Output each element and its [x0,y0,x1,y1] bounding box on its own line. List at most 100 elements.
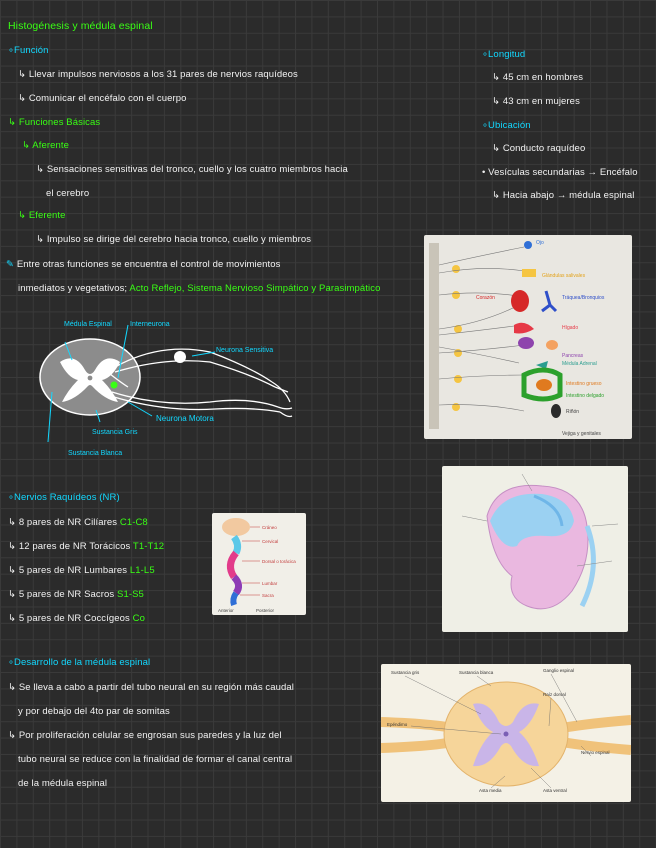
column-label-craneo: Cráneo [262,525,277,530]
nervios-item-1-code: C1-C8 [119,517,148,528]
vertebral-column-image: Cráneo Cervical Dorsal o torácica Lumbar… [212,513,306,615]
label-sustancia-blanca: Sustancia Blanca [68,450,122,457]
spinal-cord-cross-section [39,338,141,416]
ubicacion-item-1-text: Conducto raquídeo [502,143,586,154]
aferente-line-1: ↳ Sensaciones sensitivas del tronco, cue… [36,164,348,175]
longitud-item-2: ↳ 43 cm en mujeres [492,96,580,107]
autonomic-organs-image: Ojo Glándulas salivales Corazón Tráquea/… [424,235,632,439]
nerve-paths [438,246,525,412]
nervios-heading: ∘Nervios Raquídeos (NR) [8,492,120,503]
ubicacion-heading-text: Ubicación [488,120,531,131]
spinal-column [429,243,439,429]
label-leaders [47,324,216,443]
desarrollo-p2-line-1: ↳ Por proliferación celular se engrosan … [8,730,282,741]
column-leaders [240,526,260,596]
aferente-heading-text: Aferente [32,140,69,151]
funcion-item-1-text: Llevar impulsos nerviosos a los 31 pares… [28,69,298,80]
aferente-heading: ↳ Aferente [22,140,69,151]
eferente-line-1-text: Impulso se dirige del cerebro hacia tron… [46,234,312,245]
desarrollo-p2-line-2: tubo neural se reduce con la finalidad d… [18,754,293,765]
spinal-section-image: Sustancia gris Sustancia blanca Ganglio … [381,664,631,802]
column-labels: Cráneo Cervical Dorsal o torácica Lumbar… [218,525,296,613]
organ-label-intestino-delgado: Intestino delgado [566,393,604,399]
sensory-ganglion [174,351,186,363]
section-labels: Sustancia gris Sustancia blanca Ganglio … [387,668,610,793]
ubicacion-item-3: ↳ Hacia abajo → médula espinal [492,190,635,201]
organ-label-higado: Hígado [562,325,578,331]
nervios-item-1: ↳ 8 pares de NR Cilíares C1-C8 [8,517,148,528]
organ-label-intestino-grueso: Intestino grueso [566,381,602,387]
eferente-heading-text: Eferente [28,210,66,221]
desarrollo-p2-line-1-text: Por proliferación celular se engrosan su… [18,730,282,741]
nervios-item-4-text: 5 pares de NR Sacros [18,589,115,600]
nervios-item-4-code: S1-S5 [117,589,144,600]
section-label-asta-media: Asta media [479,788,502,793]
eferente-heading: ↳ Eferente [18,210,66,221]
nervios-heading-text: Nervios Raquídeos (NR) [14,492,120,503]
column-label-posterior: Posterior [256,608,275,613]
longitud-item-1: ↳ 45 cm en hombres [492,72,584,83]
label-neurona-sensitiva: Neurona Sensitiva [216,347,273,354]
organ-labels: Ojo Glándulas salivales Corazón Tráquea/… [476,240,605,437]
vertebral-column-figure: Cráneo Cervical Dorsal o torácica Lumbar… [218,518,296,613]
desarrollo-p1-line-1-text: Se lleva a cabo a partir del tubo neural… [18,682,295,693]
ubicacion-item-2-text: Vesículas secundarias → Encéfalo [488,167,638,178]
funcion-heading: ∘Función [8,45,49,56]
ubicacion-item-2: • Vesículas secundarias → Encéfalo [482,167,638,178]
longitud-heading: ∘Longitud [482,49,526,60]
section-label-sustancia-blanca: Sustancia blanca [459,670,494,675]
nervios-item-1-text: 8 pares de NR Cilíares [18,517,118,528]
organ-label-corazon: Corazón [476,295,495,301]
spinal-section-figure: Sustancia gris Sustancia blanca Ganglio … [381,668,631,793]
organ-label-vejiga: Vejiga y genitales [562,431,601,437]
organ-label-pancreas: Pancreas [562,353,584,359]
note-line-1-text: Entre otras funciones se encuentra el co… [16,259,281,270]
nervios-item-3-code: L1-L5 [129,565,155,576]
note-bullet-icon: ✎ [6,259,15,270]
nervios-item-2-code: T1-T12 [132,541,165,552]
nervios-item-3-text: 5 pares de NR Lumbares [18,565,128,576]
desarrollo-heading-text: Desarrollo de la médula espinal [14,657,151,668]
nervios-item-4: ↳ 5 pares de NR Sacros S1-S5 [8,589,144,600]
organ-shapes [511,241,563,418]
autonomic-organs-figure: Ojo Glándulas salivales Corazón Tráquea/… [429,240,605,437]
ubicacion-item-3-text: Hacia abajo → médula espinal [502,190,635,201]
desarrollo-p2-line-3: de la médula espinal [18,778,108,789]
longitud-item-2-text: 43 cm en mujeres [502,96,580,107]
embryo-leaders [461,473,619,567]
interneuron-dot [110,381,118,389]
funcion-item-2: ↳ Comunicar el encéfalo con el cuerpo [18,93,187,104]
label-neurona-motora: Neurona Motora [156,414,214,423]
desarrollo-p1-line-1: ↳ Se lleva a cabo a partir del tubo neur… [8,682,295,693]
ubicacion-heading: ∘Ubicación [482,120,531,131]
ubicacion-item-1: ↳ Conducto raquídeo [492,143,586,154]
desarrollo-p1-line-2: y por debajo del 4to par de somitas [18,706,170,717]
nervios-item-2: ↳ 12 pares de NR Torácicos T1-T12 [8,541,165,552]
aferente-line-1-text: Sensaciones sensitivas del tronco, cuell… [46,164,348,175]
funciones-basicas-heading: ↳ Funciones Básicas [8,117,101,128]
note-line-2: inmediatos y vegetativos; Acto Reflejo, … [18,283,381,294]
note-line-1: ✎ Entre otras funciones se encuentra el … [6,259,281,270]
column-label-sacra: Sacra [262,593,274,598]
funcion-heading-text: Función [14,45,49,56]
section-label-sustancia-gris: Sustancia gris [391,670,420,675]
nervios-item-5-code: Co [132,613,145,624]
note-line-2-green: Acto Reflejo, Sistema Nervioso Simpático… [129,283,381,294]
section-label-asta-ventral: Asta ventral [543,788,567,793]
nervios-item-2-text: 12 pares de NR Torácicos [18,541,131,552]
nerve-fibers [104,348,293,418]
section-label-ganglio-espinal: Ganglio espinal [543,668,574,673]
column-label-cervical: Cervical [262,539,278,544]
note-line-2-white: inmediatos y vegetativos; [18,283,128,294]
spinal-cord-diagram: Médula Espinal Interneurona Neurona Sens… [39,321,293,457]
desarrollo-heading: ∘Desarrollo de la médula espinal [8,657,151,668]
label-medula-espinal: Médula Espinal [64,321,112,328]
column-label-dorsal: Dorsal o torácica [262,559,296,564]
organ-label-medula-adrenal: Médula Adrenal [562,361,597,367]
section-label-ependimo: Epéndimo [387,722,408,727]
ganglia [452,265,462,411]
eferente-line-1: ↳ Impulso se dirige del cerebro hacia tr… [36,234,312,245]
organ-label-traquea: Tráquea/Bronquios [562,295,605,301]
funciones-basicas-heading-text: Funciones Básicas [18,117,101,128]
organ-label-ojo: Ojo [536,240,544,246]
